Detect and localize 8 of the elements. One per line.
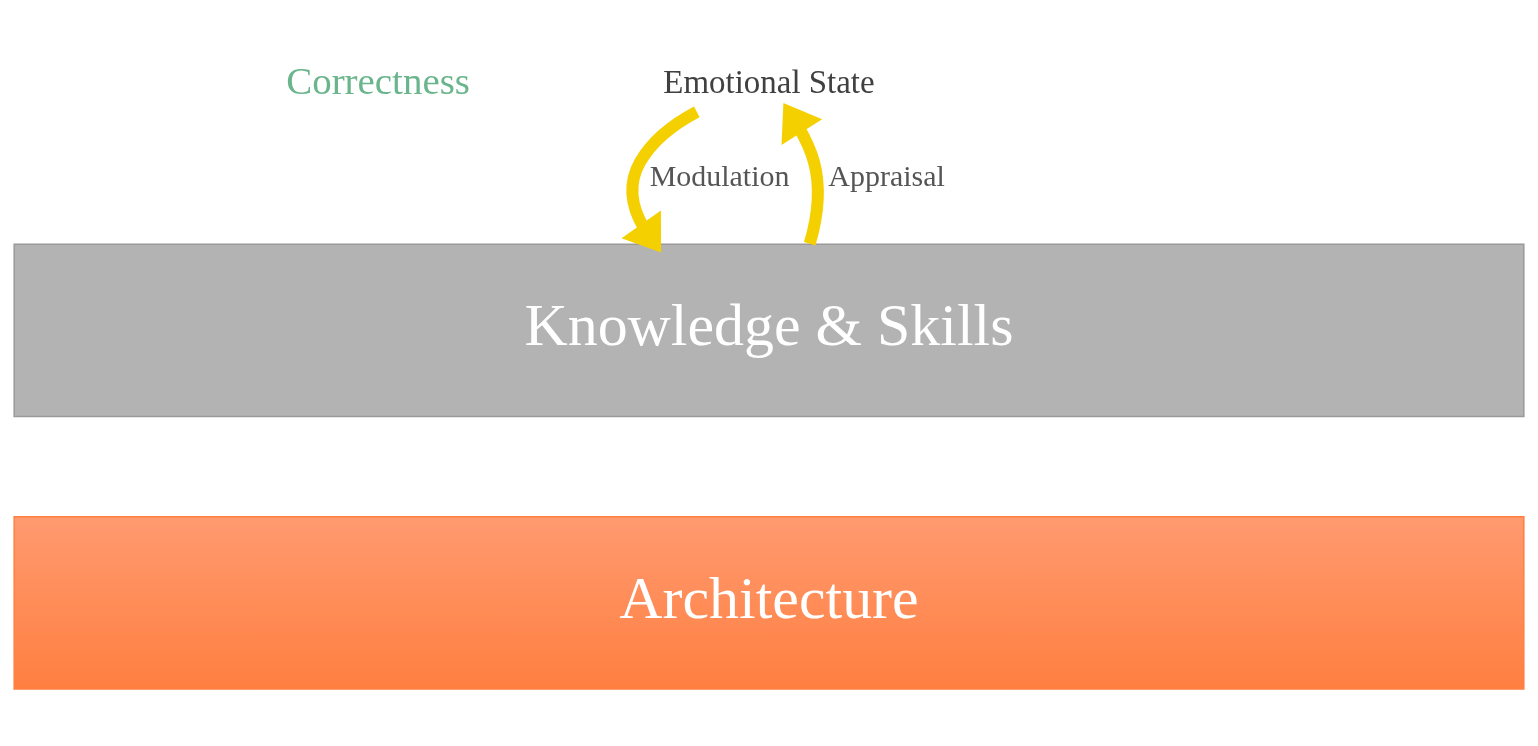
node-box: Architecture — [13, 516, 1525, 690]
node-box: Knowledge & Skills — [13, 243, 1525, 418]
label: Correctness — [286, 59, 470, 103]
arrow — [781, 103, 824, 246]
arrow — [621, 106, 700, 253]
node-text: Emotional State — [663, 64, 875, 101]
edge-label: Appraisal — [828, 158, 945, 192]
edge-label: Modulation — [649, 158, 790, 192]
